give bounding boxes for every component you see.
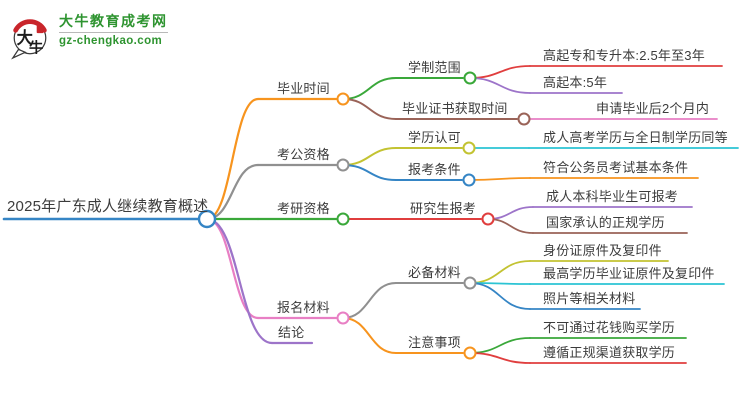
node-toggle-yanjiusheng[interactable] — [481, 212, 495, 226]
mindmap-node-shenqing[interactable]: 申请毕业后2个月内 — [596, 101, 710, 116]
mindmap-node-zunxun[interactable]: 遵循正规渠道获取学历 — [543, 345, 676, 360]
mindmap-node-buke[interactable]: 不可通过花钱购买学历 — [543, 320, 676, 335]
link-root-kaogong — [205, 163, 260, 221]
link-zhuyi-buke — [469, 337, 531, 354]
node-toggle-zhengshu[interactable] — [517, 112, 531, 126]
mindmap-node-gqz[interactable]: 高起专和专升本:2.5年至3年 — [543, 48, 705, 63]
node-toggle-xuezhi[interactable] — [463, 71, 477, 85]
mindmap-node-kaogong[interactable]: 考公资格 — [277, 147, 330, 162]
mindmap-node-fuhe[interactable]: 符合公务员考试基本条件 — [543, 160, 689, 175]
node-toggle-kaogong[interactable] — [336, 158, 350, 172]
link-root-baoming — [205, 217, 260, 320]
logo-char-da: 大 — [17, 29, 34, 48]
node-toggle-biye[interactable] — [336, 92, 350, 106]
node-toggle-zhuyi[interactable] — [463, 346, 477, 360]
logo-char-niu: 牛 — [29, 38, 43, 56]
link-zhuyi-zunxun — [469, 352, 531, 364]
mindmap-node-baoming[interactable]: 报名材料 — [277, 300, 330, 315]
logo-title: 大牛教育成考网 — [59, 13, 168, 29]
speech-bubble-daniu-icon: 大 牛 — [11, 19, 47, 60]
logo-text-block: 大牛教育成考网 gz-chengkao.com — [59, 12, 168, 48]
node-toggle-xueli[interactable] — [462, 141, 476, 155]
link-baoming-bibei — [342, 282, 397, 319]
mindmap-node-bibei[interactable]: 必备材料 — [408, 265, 461, 280]
node-toggle-baokao[interactable] — [462, 173, 476, 187]
link-kaogong-xueli — [342, 147, 397, 166]
mindmap-node-guojia[interactable]: 国家承认的正规学历 — [546, 215, 665, 230]
link-baokao-fuhe — [468, 177, 531, 181]
link-biye-zhengshu — [342, 98, 397, 120]
mindmap-node-zhuyi[interactable]: 注意事项 — [408, 335, 461, 350]
mindmap-node-zhengshu[interactable]: 毕业证书获取时间 — [402, 101, 508, 116]
mindmap-node-kaoyan[interactable]: 考研资格 — [277, 201, 330, 216]
link-root-biye — [205, 97, 260, 221]
link-biye-xuezhi — [342, 77, 397, 100]
mindmap-node-tongdeng[interactable]: 成人高考学历与全日制学历同等 — [543, 130, 728, 145]
link-xuezhi-gqz — [469, 65, 531, 79]
mindmap-node-gqb[interactable]: 高起本:5年 — [543, 75, 608, 90]
mindmap-node-jielun[interactable]: 结论 — [278, 325, 305, 340]
mindmap-node-baokao[interactable]: 报考条件 — [408, 162, 461, 177]
mindmap-node-root[interactable]: 2025年广东成人继续教育概述 — [7, 198, 209, 215]
node-toggle-baoming[interactable] — [336, 311, 350, 325]
link-yanjiusheng-guojia — [487, 218, 534, 234]
link-baoming-zhuyi — [342, 317, 397, 354]
mindmap-node-xuezhi[interactable]: 学制范围 — [408, 60, 461, 75]
link-root-jielun — [205, 217, 274, 345]
link-xuezhi-gqb — [469, 77, 531, 94]
node-toggle-root[interactable] — [197, 209, 217, 229]
node-toggle-bibei[interactable] — [463, 276, 477, 290]
mindmap-node-benke[interactable]: 成人本科毕业生可报考 — [546, 189, 679, 204]
mindmap-node-zhaopian[interactable]: 照片等相关材料 — [543, 291, 636, 306]
mindmap-node-shenfen[interactable]: 身份证原件及复印件 — [543, 243, 662, 258]
site-logo[interactable]: 大 牛 大牛教育成考网 gz-chengkao.com — [8, 12, 168, 60]
link-yanjiusheng-benke — [487, 206, 534, 220]
mindmap-node-biye[interactable]: 毕业时间 — [277, 81, 330, 96]
mindmap-node-xueli[interactable]: 学历认可 — [408, 130, 461, 145]
mindmap-node-yanjiusheng[interactable]: 研究生报考 — [410, 201, 477, 216]
link-bibei-shenfen — [469, 260, 531, 284]
mindmap-node-zuigao[interactable]: 最高学历毕业证原件及复印件 — [543, 266, 715, 281]
link-kaogong-baokao — [342, 164, 397, 181]
node-toggle-kaoyan[interactable] — [336, 212, 350, 226]
logo-domain: gz-chengkao.com — [59, 32, 168, 48]
link-bibei-zhaopian — [469, 282, 531, 310]
